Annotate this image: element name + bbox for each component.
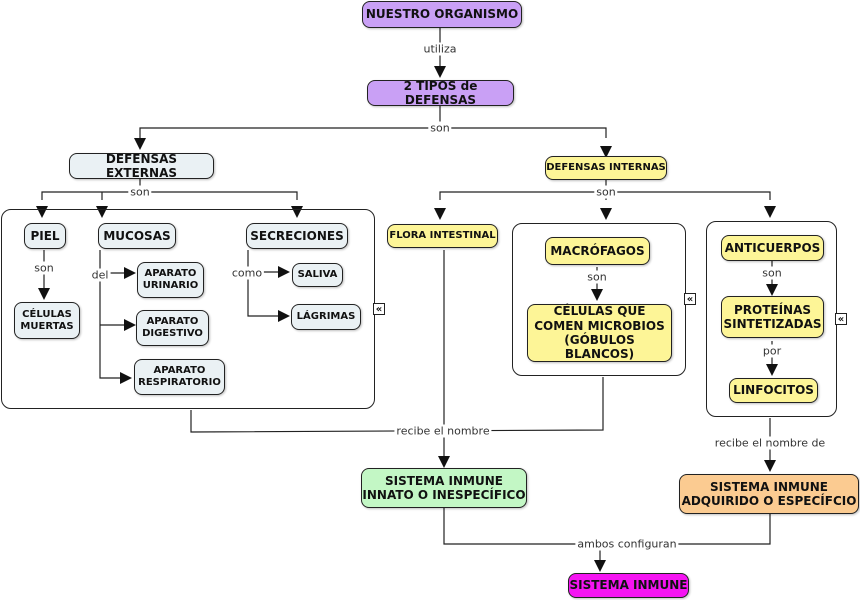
- link-label-recibe-el-nombre: recibe el nombre: [394, 424, 492, 438]
- link-label-son-externas: son: [128, 185, 152, 199]
- link-label-ambos-configuran: ambos configuran: [575, 537, 679, 551]
- node-sistema-inmune[interactable]: SISTEMA INMUNE: [568, 573, 689, 598]
- node-aparato-urinario[interactable]: APARATO URINARIO: [137, 262, 204, 298]
- node-defensas-internas[interactable]: DEFENSAS INTERNAS: [545, 156, 667, 180]
- node-aparato-respiratorio[interactable]: APARATO RESPIRATORIO: [134, 359, 225, 395]
- node-saliva[interactable]: SALIVA: [292, 263, 343, 287]
- collapse-icon-externas[interactable]: «: [373, 303, 385, 315]
- link-label-del: del: [89, 268, 111, 282]
- link-label-recibe-el-nombre-de: recibe el nombre de: [712, 436, 828, 450]
- collapse-icon-macrofagos[interactable]: «: [684, 293, 696, 305]
- node-anticuerpos[interactable]: ANTICUERPOS: [721, 235, 824, 261]
- node-celulas-comen-microbios[interactable]: CÉLULAS QUE COMEN MICROBIOS (GÓBULOS BLA…: [527, 304, 672, 362]
- link-label-son-tipos: son: [428, 121, 452, 135]
- link-label-son-internas: son: [594, 185, 618, 199]
- node-lagrimas[interactable]: LÁGRIMAS: [291, 304, 361, 330]
- link-label-son-piel: son: [32, 261, 56, 275]
- node-sistema-inmune-innato[interactable]: SISTEMA INMUNE INNATO O INESPECÍFICO: [361, 468, 527, 508]
- link-label-por: por: [760, 344, 784, 358]
- node-2-tipos-defensas[interactable]: 2 TIPOS de DEFENSAS: [367, 79, 514, 107]
- link-label-son-macrofagos: son: [585, 270, 609, 284]
- link-label-utiliza: utiliza: [421, 42, 459, 56]
- node-flora-intestinal[interactable]: FLORA INTESTINAL: [387, 224, 498, 248]
- node-secreciones[interactable]: SECRECIONES: [246, 223, 348, 249]
- node-celulas-muertas[interactable]: CÉLULAS MUERTAS: [14, 302, 80, 339]
- node-mucosas[interactable]: MUCOSAS: [98, 223, 176, 249]
- node-sistema-inmune-adquirido[interactable]: SISTEMA INMUNE ADQUIRIDO O ESPECÍFCIO: [679, 474, 859, 514]
- node-macrofagos[interactable]: MACRÓFAGOS: [545, 237, 650, 265]
- node-piel[interactable]: PIEL: [24, 223, 66, 249]
- node-proteinas-sintetizadas[interactable]: PROTEÍNAS SINTETIZADAS: [721, 296, 824, 338]
- node-nuestro-organismo[interactable]: NUESTRO ORGANISMO: [362, 1, 522, 28]
- node-defensas-externas[interactable]: DEFENSAS EXTERNAS: [69, 152, 214, 180]
- node-aparato-digestivo[interactable]: APARATO DIGESTIVO: [136, 310, 209, 346]
- collapse-icon-anticuerpos[interactable]: «: [835, 313, 847, 325]
- node-linfocitos[interactable]: LINFOCITOS: [729, 378, 818, 403]
- link-label-son-anticuerpos: son: [760, 266, 784, 280]
- link-label-como: como: [229, 266, 265, 280]
